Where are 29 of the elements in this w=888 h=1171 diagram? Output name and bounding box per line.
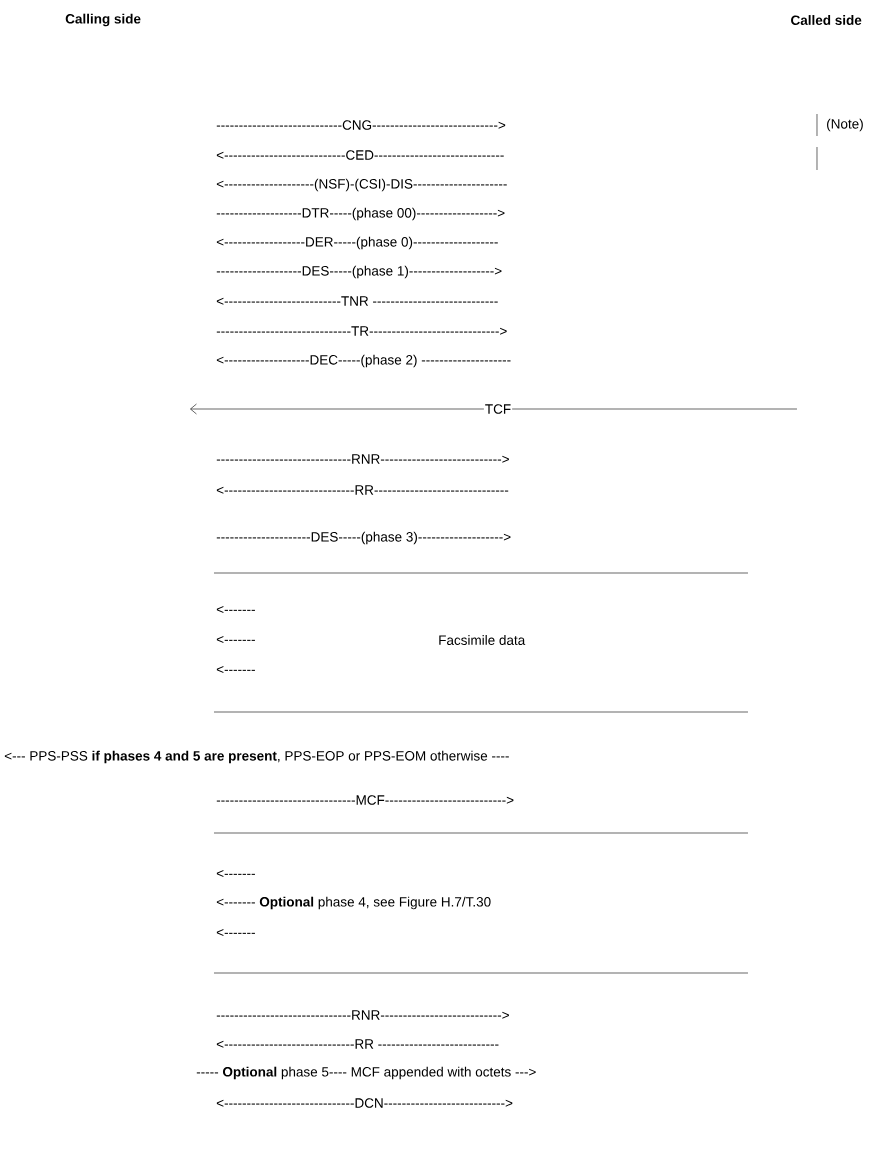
message-line: <-----------------------------RR --------------------------- bbox=[216, 1039, 499, 1049]
arrow-text: <------- bbox=[216, 929, 255, 936]
message-line: <------------------DER-----(phase 0)------------------- bbox=[216, 236, 498, 250]
message-line: <-----------------------------DCN---------------------------> bbox=[216, 1098, 513, 1108]
arrow-text: <------- bbox=[216, 666, 255, 673]
message-line: -------------------DES-----(phase 1)-------------------> bbox=[216, 265, 502, 279]
message-line: <---------------------------CED----------------------------- bbox=[216, 150, 504, 160]
message-line: ------------------------------TR-----------------------------> bbox=[216, 326, 507, 336]
message-line: <------- Optional phase 4, see Figure H.7/T.30 bbox=[216, 896, 491, 910]
message-line: <--------------------------TNR ---------------------------- bbox=[216, 296, 498, 306]
message-line: -------------------DTR-----(phase 00)------------------> bbox=[216, 207, 505, 221]
message-line: -------------------------------MCF---------------------------> bbox=[216, 795, 514, 805]
message-line: <-------------------DEC-----(phase 2) -------------------- bbox=[216, 354, 511, 368]
message-line: <--------------------(NSF)-(CSI)-DIS--------------------- bbox=[216, 178, 507, 192]
message-line: ----------------------------CNG----------------------------> bbox=[216, 120, 506, 130]
arrow-text: <------- bbox=[216, 870, 255, 877]
message-line: <--- PPS-PSS if phases 4 and 5 are present, PPS-EOP or PPS-EOM otherwise ---- bbox=[4, 750, 509, 764]
column-heading: Calling side bbox=[65, 13, 141, 27]
message-line: ----- Optional phase 5---- MCF appended with octets ---> bbox=[196, 1066, 536, 1080]
arrow-text: <------- bbox=[216, 636, 255, 643]
note-label: (Note) bbox=[827, 118, 863, 132]
arrow-text: <------- bbox=[216, 606, 255, 613]
column-heading: Called side bbox=[791, 15, 862, 25]
message-line: ---------------------DES-----(phase 3)-------------------> bbox=[216, 531, 511, 545]
message-line: ------------------------------RNR---------------------------> bbox=[216, 1010, 509, 1020]
signal-label: TCF bbox=[483, 403, 513, 415]
phase-label: Facsimile data bbox=[439, 635, 526, 645]
message-line: ------------------------------RNR---------------------------> bbox=[216, 454, 509, 464]
message-line: <-----------------------------RR------------------------------ bbox=[216, 485, 509, 495]
